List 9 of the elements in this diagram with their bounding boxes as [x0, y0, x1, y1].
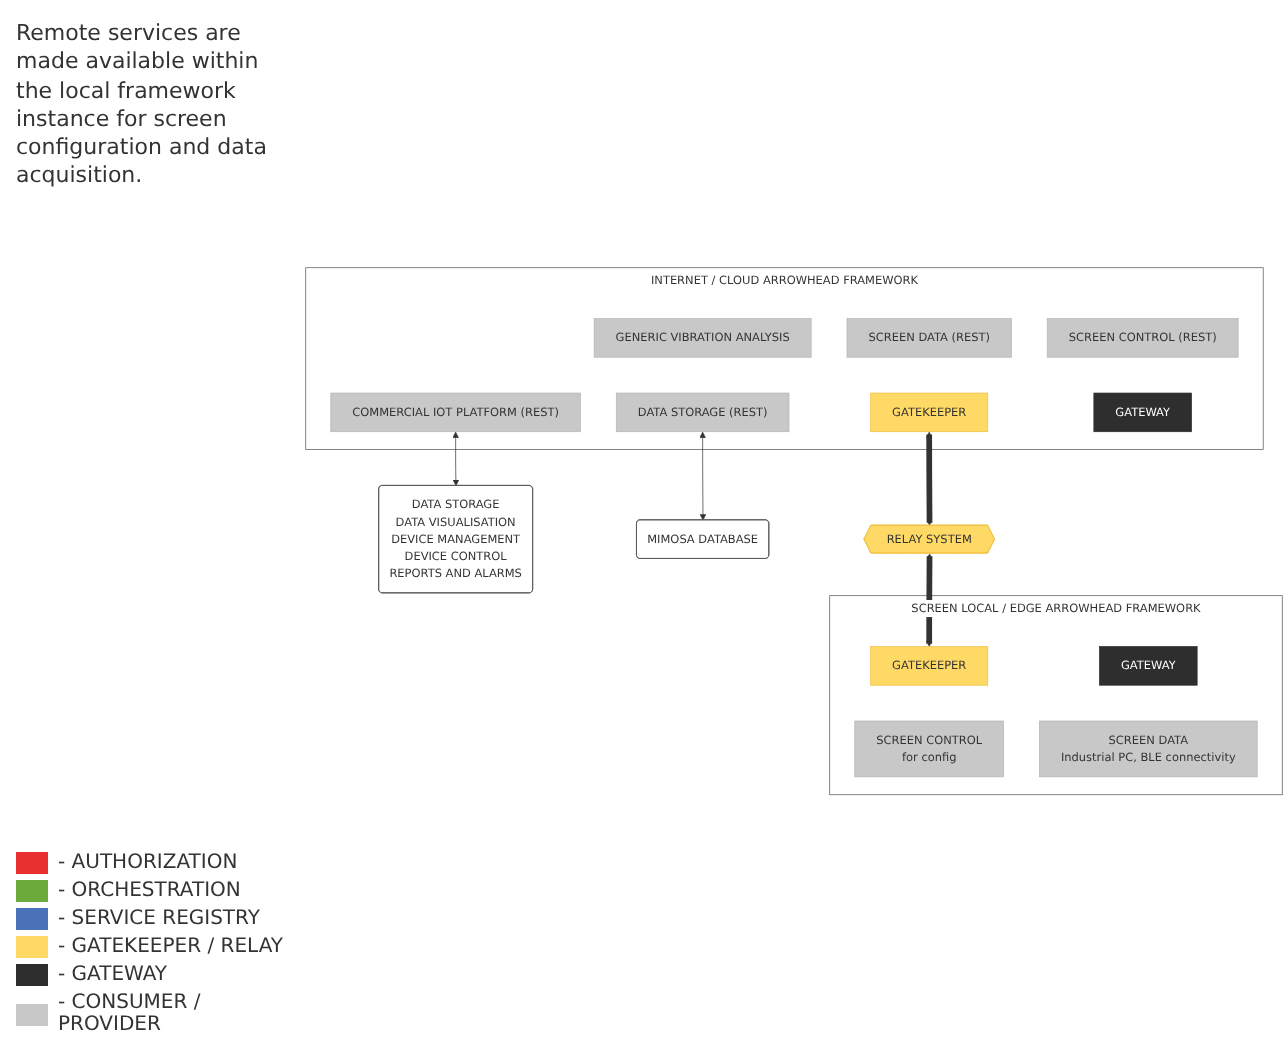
legend-text: - CONSUMER / PROVIDER	[58, 992, 203, 1036]
legend-text: - AUTHORIZATION	[58, 852, 238, 874]
legend-text: - ORCHESTRATION	[58, 880, 241, 902]
legend-text: - GATEKEEPER / RELAY	[58, 936, 283, 958]
note-text: Remote services are made available within the local framework instance for screen configuration and data acquisition.	[16, 20, 269, 192]
legend-text: - SERVICE REGISTRY	[58, 908, 260, 930]
arrow	[926, 431, 933, 526]
arrow	[926, 553, 933, 647]
legend-text: - GATEWAY	[58, 964, 168, 986]
